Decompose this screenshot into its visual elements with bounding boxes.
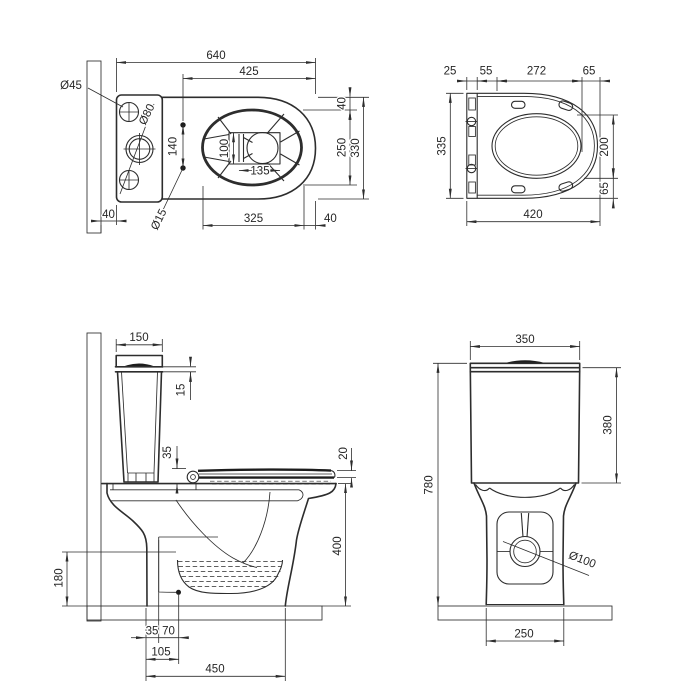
side-dim-35-seat: 35 [162, 446, 174, 459]
floor-hatch-rear [437, 605, 613, 621]
bumper-top-left [510, 100, 526, 109]
rear-dim-380: 380 [603, 415, 615, 434]
rear-dia100-label: Ø100 [567, 550, 598, 571]
wall-hatch-side [86, 332, 102, 622]
seat-hinge-bar [466, 92, 478, 199]
floor-hatch-side [86, 605, 323, 621]
rear-dim-250: 250 [514, 629, 533, 641]
rear-view: Ø100 350 380 780 250 [422, 333, 621, 646]
outlet-recess [496, 511, 554, 585]
pedestal-back-profile [106, 482, 148, 607]
seat-hinge-side [186, 470, 200, 484]
plan-dia15-label: Ø15 [149, 207, 169, 232]
seat-dim-272: 272 [527, 66, 546, 78]
outlet-center-mark [176, 589, 181, 595]
plan-dim-425: 425 [239, 66, 258, 78]
seat-outer-inner-line [477, 95, 595, 196]
plan-dia80-label: Ø80 [137, 102, 157, 127]
side-dim-400: 400 [332, 536, 344, 555]
drain-circle [246, 131, 279, 165]
seat-opening-outer [491, 113, 582, 179]
seat-edge-rear [489, 487, 561, 498]
plan-dim-325: 325 [244, 213, 263, 225]
side-dim-150: 150 [129, 332, 148, 344]
rear-dim-350: 350 [515, 334, 534, 346]
plan-dim-100: 100 [219, 139, 231, 158]
seat-outer [477, 92, 599, 199]
seat-dim-25: 25 [444, 66, 457, 78]
plan-dim-135: 135 [250, 166, 269, 178]
bowl-spokes [203, 113, 300, 182]
seat-opening-inner [494, 116, 579, 176]
side-dim-450: 450 [205, 664, 224, 676]
bumper-bottom-right [558, 181, 574, 192]
side-dim-20: 20 [338, 447, 350, 460]
seat-dim-65-back: 65 [599, 182, 611, 195]
side-dim-35-base: 35 [146, 626, 159, 638]
outlet-pipe-inner [513, 539, 537, 564]
plan-view: Ø45 Ø80 Ø15 640 425 40 250 330 100 135 1… [59, 49, 369, 234]
flush-button-side [124, 363, 154, 367]
cistern-body-side [116, 371, 163, 483]
seat-dim-200: 200 [599, 137, 611, 156]
plan-dim-40-front: 40 [324, 213, 337, 225]
cistern-holes [118, 101, 156, 191]
trap-outline [176, 559, 284, 595]
water-hatch [178, 561, 282, 587]
seat-view: 25 55 272 65 335 200 65 420 [435, 64, 618, 226]
lid-side [197, 468, 332, 472]
plan-dim-640: 640 [206, 50, 225, 62]
cistern-body-rear [469, 366, 581, 484]
plan-dim-140: 140 [168, 137, 180, 156]
side-dim-15: 15 [176, 384, 188, 397]
seat-dim-335: 335 [437, 136, 449, 155]
side-dim-180: 180 [54, 568, 66, 587]
pedestal-left-rear [473, 482, 488, 606]
outlet-pipe-outer [509, 535, 541, 568]
side-dim-105: 105 [151, 647, 170, 659]
sump-rect [228, 132, 281, 165]
flush-button-rear [505, 360, 545, 363]
wall-hatch-plan [86, 60, 102, 234]
inner-bowl-curve [175, 499, 258, 568]
plan-dim-40-top: 40 [337, 97, 349, 110]
plan-dim-330: 330 [350, 138, 362, 157]
plan-dim-40-wall: 40 [102, 209, 115, 221]
bowl-rim-oval [201, 108, 303, 187]
bumper-top-right [558, 100, 574, 111]
seat-dim-65-top: 65 [583, 66, 596, 78]
plan-dim-250: 250 [337, 138, 349, 157]
side-view: 150 15 35 20 400 180 [52, 331, 356, 681]
bowl-front-profile [284, 482, 337, 607]
side-dim-70: 70 [162, 626, 175, 638]
bowl-plan-outline [161, 96, 317, 200]
pedestal-right-rear [562, 482, 577, 606]
plan-dia45-label: Ø45 [60, 80, 82, 92]
bumper-bottom-left [510, 185, 526, 194]
seat-dim-55: 55 [480, 66, 493, 78]
seat-dim-420: 420 [523, 209, 542, 221]
cistern-lid-side [115, 354, 164, 368]
cistern-lid-rear [469, 362, 581, 373]
rear-dim-780: 780 [424, 475, 436, 494]
